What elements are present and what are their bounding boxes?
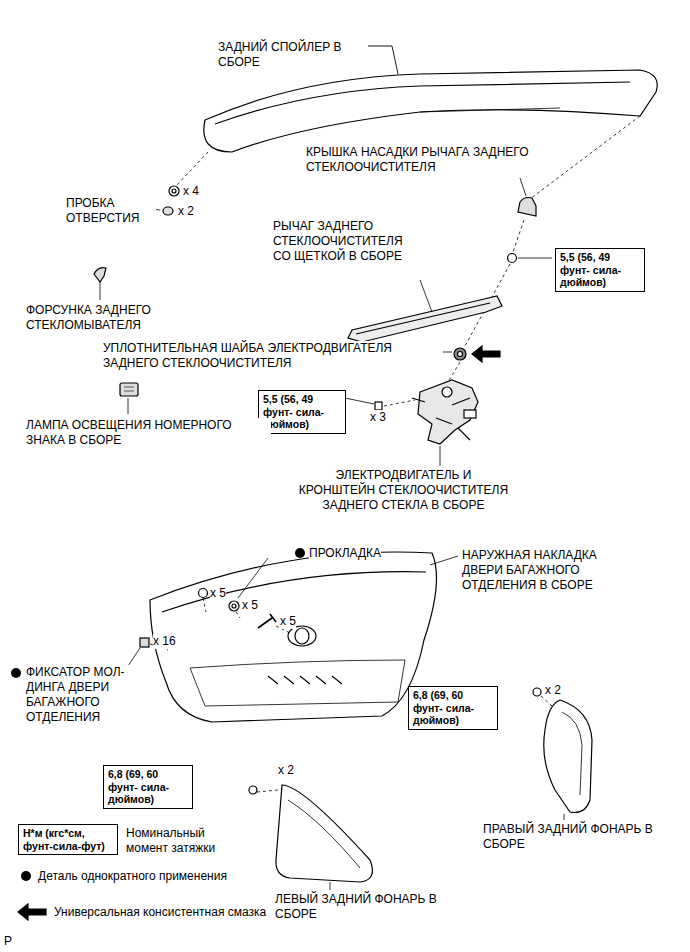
part-name: ЭЛЕКТРОДВИГАТЕЛЬ И КРОНШТЕЙН СТЕКЛООЧИСТ… — [296, 468, 511, 513]
part-name: ЗАДНИЙ СПОЙЛЕР В СБОРЕ — [218, 40, 368, 70]
part-name: КРЫШКА НАСАДКИ РЫЧАГА ЗАДНЕГО СТЕКЛООЧИС… — [306, 145, 536, 175]
quantity: x 2 — [545, 683, 561, 698]
quantity: x 16 — [153, 634, 176, 649]
torque-text: Н*м (кгс*см, фунт-сила-фут) — [23, 827, 113, 852]
torque-spec-box: 6,8 (69, 60 фунт- сила-дюймов) — [103, 765, 193, 809]
quantity: x 5 — [280, 614, 296, 629]
part-name: ПРАВЫЙ ЗАДНИЙ ФОНАРЬ В СБОРЕ — [483, 822, 673, 852]
legend-text: Деталь однократного применения — [38, 869, 227, 884]
quantity: x 5 — [210, 586, 226, 601]
part-name: ПРОКЛАДКА — [309, 546, 381, 561]
quantity: x 4 — [183, 184, 199, 199]
part-name: НАРУЖНАЯ НАКЛАДКА ДВЕРИ БАГАЖНОГО ОТДЕЛЕ… — [462, 548, 627, 593]
torque-text: 5,5 (56, 49 фунт- сила-дюймов) — [263, 393, 341, 431]
torque-text: 5,5 (56, 49 фунт- сила-дюймов) — [560, 251, 640, 289]
torque-spec-box: 5,5 (56, 49 фунт- сила-дюймов) — [258, 390, 346, 434]
part-name: ФОРСУНКА ЗАДНЕГО СТЕКЛОМЫВАТЕЛЯ — [26, 303, 186, 333]
part-name: ФИКСАТОР МОЛ- ДИНГА ДВЕРИ БАГАЖНОГО ОТДЕ… — [26, 665, 136, 725]
torque-text: 6,8 (69, 60 фунт- сила-дюймов) — [108, 768, 188, 806]
torque-text: 6,8 (69, 60 фунт- сила-дюймов) — [413, 689, 493, 727]
quantity: x 2 — [278, 763, 294, 778]
part-name: ЛЕВЫЙ ЗАДНИЙ ФОНАРЬ В СБОРЕ — [275, 892, 475, 922]
quantity: x 2 — [178, 204, 194, 219]
torque-spec-box: 6,8 (69, 60 фунт- сила-дюймов) — [408, 686, 498, 730]
legend-text: Универсальная консистентная смазка — [54, 905, 266, 920]
quantity: x 3 — [370, 410, 386, 425]
part-name: РЫЧАГ ЗАДНЕГО СТЕКЛООЧИСТИТЕЛЯ СО ЩЕТКОЙ… — [273, 219, 423, 264]
part-name: ПРОБКА ОТВЕРСТИЯ — [66, 196, 156, 226]
legend-torque-box: Н*м (кгс*см, фунт-сила-фут) — [18, 824, 118, 855]
quantity: x 5 — [242, 598, 258, 613]
torque-spec-box: 5,5 (56, 49 фунт- сила-дюймов) — [555, 248, 645, 292]
legend-text: Номинальный момент затяжки — [126, 826, 246, 856]
part-name: ЛАМПА ОСВЕЩЕНИЯ НОМЕРНОГО ЗНАКА В СБОРЕ — [26, 418, 271, 448]
part-name: УПЛОТНИТЕЛЬНАЯ ШАЙБА ЭЛЕКТРОДВИГАТЕЛЯ ЗА… — [103, 341, 443, 371]
page-marker: P — [4, 934, 12, 949]
